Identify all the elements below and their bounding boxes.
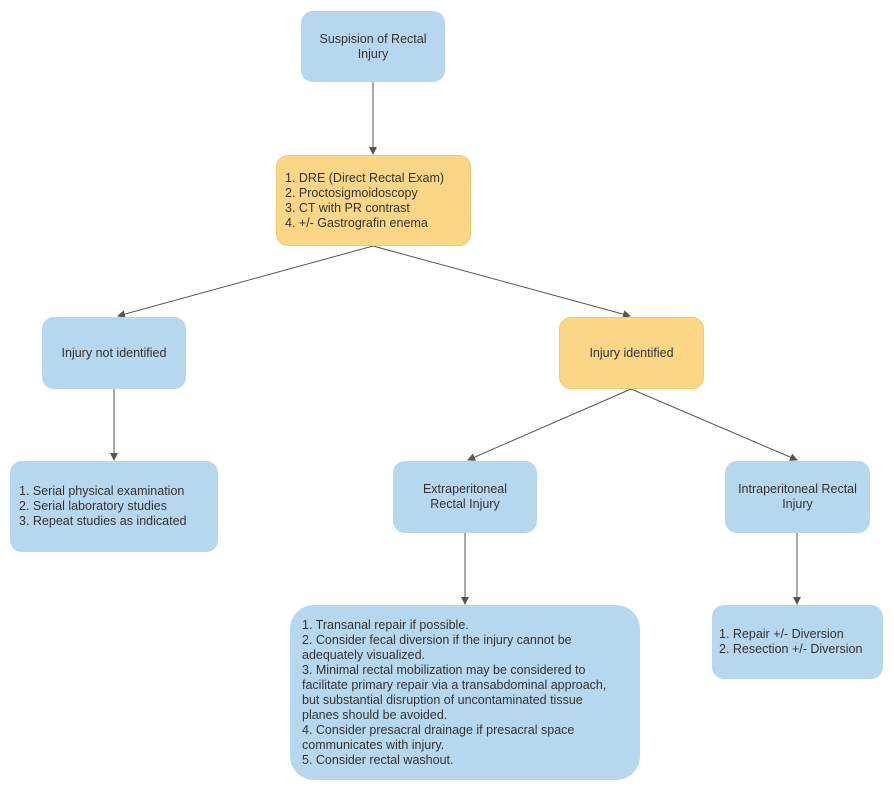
arrow-workup-to-identified	[372, 245, 631, 319]
arrow-identified-to-extraperitoneal	[467, 388, 632, 461]
node-diagnostic-workup: 1. DRE (Direct Rectal Exam) 2. Proctosig…	[276, 155, 471, 246]
arrow-identified-to-intraperitoneal	[630, 388, 798, 461]
node-serial-examination-plan: 1. Serial physical examination 2. Serial…	[10, 461, 218, 552]
node-extraperitoneal-management: 1. Transanal repair if possible. 2. Cons…	[290, 605, 640, 780]
node-intraperitoneal-rectal-injury: Intraperitoneal Rectal Injury	[725, 461, 870, 533]
node-suspicion-of-rectal-injury: Suspision of Rectal Injury	[301, 11, 445, 82]
node-extraperitoneal-rectal-injury: Extraperitoneal Rectal Injury	[393, 461, 537, 533]
arrow-workup-to-not-identified	[117, 245, 374, 319]
node-intraperitoneal-management: 1. Repair +/- Diversion 2. Resection +/-…	[712, 605, 883, 679]
node-injury-identified: Injury identified	[559, 317, 704, 389]
node-injury-not-identified: Injury not identified	[42, 317, 186, 389]
